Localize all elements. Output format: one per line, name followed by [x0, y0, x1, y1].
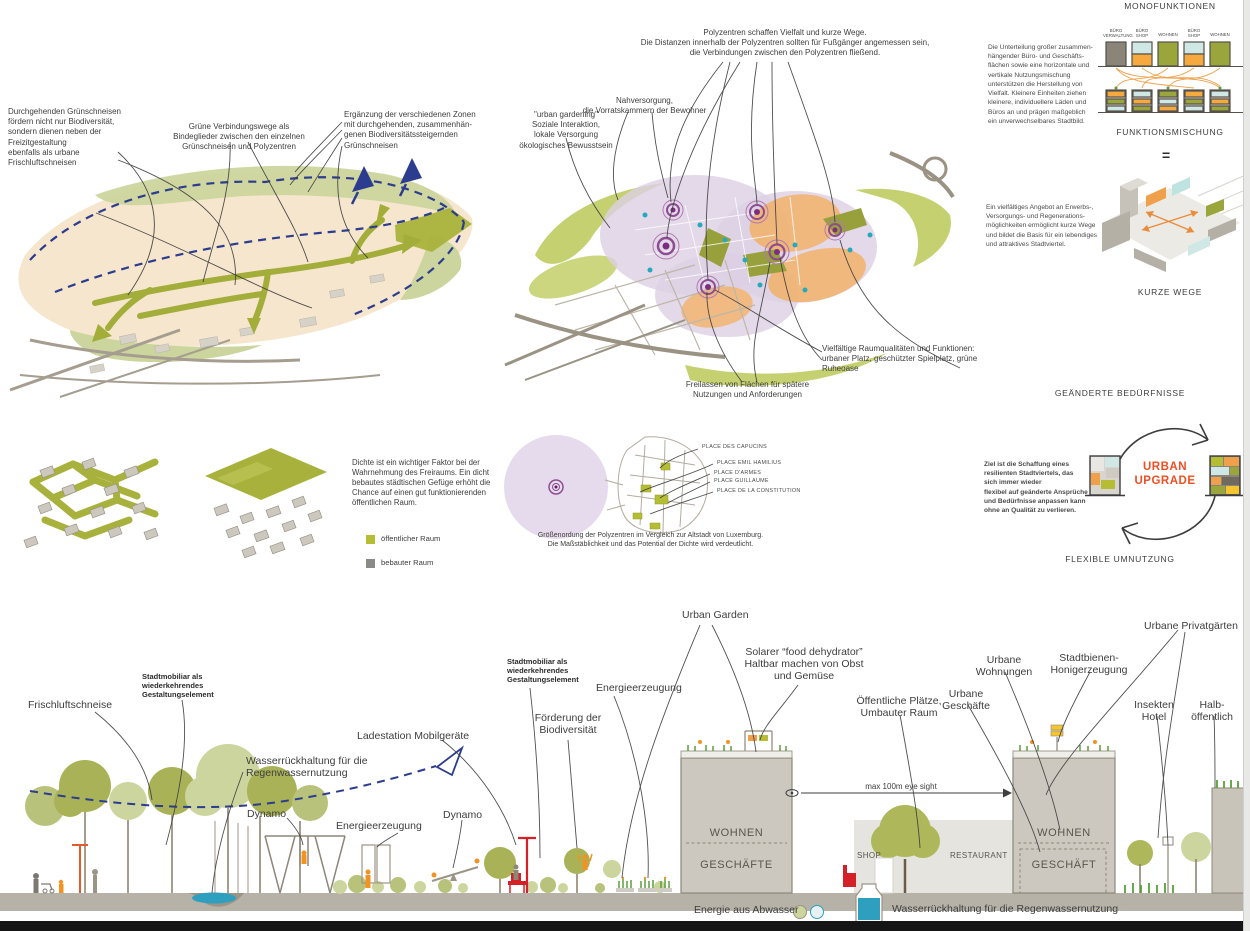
legend-built-space: bebauter Raum — [366, 558, 506, 568]
eye-icon — [785, 789, 799, 797]
right-building-wohnen: WOHNEN — [1037, 827, 1091, 839]
annotation-biodiversity: Durchgehenden Grünschneisen fördern nich… — [8, 107, 121, 168]
label-urbane-geschaefte: Urbane Geschäfte — [942, 688, 990, 713]
seesaw — [431, 858, 480, 882]
energy-frame — [376, 844, 391, 884]
goal-text: Ziel ist die Schaffung eines resilienten… — [984, 461, 1088, 515]
luxembourg-caption: Größenordung der Polyzentren im Vergleic… — [537, 532, 764, 548]
place-armes: PLACE D'ARMES — [714, 470, 762, 476]
wind-arrow-icons — [350, 158, 422, 205]
airflow-arrow — [435, 745, 464, 777]
label-stadtmobiliar-2: Stadtmobiliar als wiederkehrendes Gestal… — [507, 657, 579, 684]
luxembourg-diagram — [504, 435, 709, 539]
kurze-text: Ein vielfältiges Angebot an Erwerbs-, Ve… — [986, 204, 1098, 248]
label-energieerzeugung-1: Energieerzeugung — [336, 820, 422, 832]
built-space-swatch — [366, 558, 375, 568]
mono-text: Die Unterteilung großer zusammen-hängend… — [988, 44, 1093, 125]
annotation-connectors: Grüne Verbindungswege als Bindeglieder z… — [173, 122, 305, 152]
label-frischluftschneise: Frischluftschneise — [28, 699, 113, 711]
kurze-wege-diagram — [1102, 173, 1250, 272]
label-dynamo-2: Dynamo — [443, 809, 483, 821]
legend-public-space: öffentlicher Raum — [366, 534, 506, 544]
left-building-geschaefte: GESCHÄFTE — [700, 859, 773, 871]
mix-title: FUNKTIONSMISCHUNG — [1116, 127, 1224, 137]
label-dynamo-1: Dynamo — [247, 808, 287, 820]
right-building — [1012, 724, 1116, 894]
flexible-title: FLEXIBLE UMNUTZUNG — [1065, 554, 1175, 564]
needs-title: GEÄNDERTE BEDÜRFNISSE — [1054, 388, 1186, 398]
building-label-2: WOHNEN — [1158, 32, 1178, 37]
building-label-3: BÜRO SHOP — [1187, 28, 1201, 38]
label-privatgaerten: Urbane Privatgärten — [1144, 620, 1238, 632]
plaza — [843, 805, 1013, 894]
annotation-freilassen: Freilassen von Flächen für spätere Nutzu… — [685, 380, 810, 400]
airflow-line — [29, 765, 437, 809]
label-ladestation: Ladestation Mobilgeräte — [357, 730, 470, 742]
label-insekten-hotel: Insekten Hotel — [1134, 699, 1174, 724]
public-space-swatch — [366, 534, 375, 544]
label-wasser-regen: Wasserrückhaltung für die Regenwassernut… — [892, 903, 1119, 915]
building-after — [1209, 455, 1241, 496]
cross-section — [0, 724, 1250, 922]
label-solarer: Solarer “food dehydrator” Haltbar machen… — [744, 646, 864, 683]
label-stadtbienen: Stadtbienen- Honigerzeugung — [1050, 652, 1128, 677]
place-guillaume: PLACE GUILLAUME — [714, 478, 769, 484]
label-energie-abwasser: Energie aus Abwasser — [694, 904, 799, 916]
density-diagrams — [23, 448, 327, 559]
label-urbane-wohnungen: Urbane Wohnungen — [975, 654, 1033, 679]
building-label-4: WOHNEN — [1210, 32, 1230, 37]
greenways-map — [9, 158, 473, 398]
energy-circle-icon — [793, 905, 807, 919]
label-eye-sight: max 100m eye sight — [865, 782, 937, 791]
eye-sight — [785, 788, 1012, 798]
shop-label: SHOP — [857, 851, 882, 860]
label-stadtmobiliar-1: Stadtmobiliar als wiederkehrendes Gestal… — [142, 672, 214, 699]
building-label-1: BÜRO SHOP — [1135, 28, 1149, 38]
kurze-title: KURZE WEGE — [1137, 287, 1203, 297]
label-urban-garden: Urban Garden — [682, 609, 749, 621]
place-hamilius: PLACE EMIL HAMILIUS — [717, 460, 782, 466]
bottom-black-bar — [0, 921, 1250, 931]
label-foerderung: Förderung der Biodiversität — [534, 712, 602, 737]
rain-pool — [192, 892, 236, 904]
right-building-geschaeft: GESCHÄFT — [1031, 859, 1097, 871]
scan-edge — [1243, 0, 1250, 931]
density-legend: öffentlicher Raum bebauter Raum — [366, 524, 506, 582]
polycenter-map — [504, 151, 955, 386]
water-circle-icon — [810, 905, 824, 919]
urban-upgrade-diagram — [1085, 423, 1245, 545]
mono-title: MONOFUNKTIONEN — [1124, 1, 1216, 11]
water-dots — [642, 212, 873, 293]
building-label-0: BÜRO VERWALTUNG — [1103, 28, 1133, 38]
place-constitution: PLACE DE LA CONSTITUTION — [717, 488, 801, 494]
urban-upgrade-label: URBAN UPGRADE — [1134, 461, 1196, 488]
urban-garden-beds — [616, 876, 672, 892]
restaurant-label: RESTAURANT — [950, 851, 1008, 860]
monofunctions-diagram — [1098, 41, 1248, 113]
label-energieerzeugung-2: Energieerzeugung — [596, 682, 682, 694]
density-text: Dichte ist ein wichtiger Faktor bei der … — [352, 458, 491, 507]
equals-sign: = — [1162, 147, 1171, 163]
place-capucins: PLACE DES CAPUCINS — [702, 444, 768, 450]
annotation-nahversorgung: Nahversorgung, die Vorratskammern der Be… — [582, 96, 707, 116]
label-oeffentliche-plaetze: Öffentliche Plätze, Umbauter Raum — [856, 695, 942, 720]
legend-label: bebauter Raum — [381, 558, 434, 568]
label-halb-oeffentlich: Halb- öffentlich — [1191, 699, 1233, 724]
label-wasserrueckhaltung: Wasserrückhaltung für die Regenwassernut… — [246, 755, 368, 780]
bushes — [333, 875, 666, 894]
legend-label: öffentlicher Raum — [381, 534, 441, 544]
annotation-urban-gardening: "urban gardening" Soziale Interaktion, l… — [519, 110, 613, 150]
energy-water-icons — [793, 883, 883, 922]
left-building-wohnen: WOHNEN — [709, 827, 764, 839]
swing-set — [264, 835, 346, 894]
annotation-polycenter-note: Polyzentren schaffen Vielfalt und kurze … — [640, 28, 930, 58]
left-building — [680, 730, 793, 894]
annotation-zones: Ergänzung der verschiedenen Zonen mit du… — [344, 110, 476, 150]
annotation-raumqualitaeten: Vielfältige Raumqualitäten und Funktione… — [822, 344, 978, 374]
building-before — [1089, 455, 1121, 496]
